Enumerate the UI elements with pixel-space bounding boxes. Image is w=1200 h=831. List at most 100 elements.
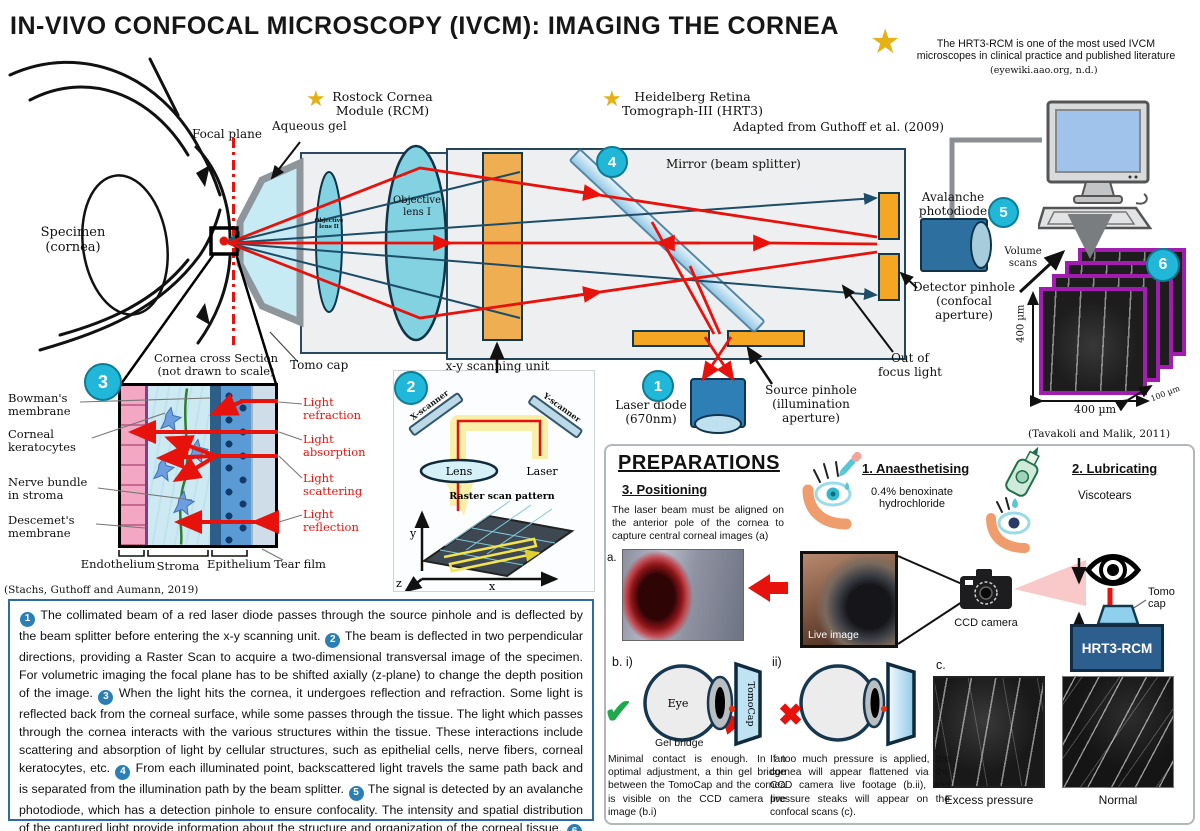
preparations-heading: PREPARATIONS xyxy=(618,452,780,474)
light-scattering-label: Light scattering xyxy=(303,471,363,499)
step-text: When the light hits the cornea, it under… xyxy=(19,685,584,775)
figure-a-label: a. xyxy=(607,552,617,564)
endothelium-label: Endothelium xyxy=(80,557,156,571)
step-number-badge: 6 xyxy=(567,824,582,831)
volume-scans-label: Volume scans xyxy=(1004,246,1042,269)
normal-scan xyxy=(1062,676,1174,788)
live-image-label: Live image xyxy=(808,629,859,641)
avalanche-label: Avalanche photodiode xyxy=(918,190,988,218)
source-pinhole-right xyxy=(727,330,805,347)
source-pinhole-label: Source pinhole (illumination aperture) xyxy=(765,383,857,425)
rcm-housing xyxy=(300,152,450,354)
source-pinhole-left xyxy=(632,330,710,347)
mirror-label: Mirror (beam splitter) xyxy=(666,157,801,171)
objective-lens1-label: Objective lens I xyxy=(392,195,441,218)
tomocap-rotated-label: TomoCap xyxy=(745,681,756,726)
descemet-label: Descemet's membrane xyxy=(8,513,75,541)
nerve-bundle-label: Nerve bundle in stroma xyxy=(8,475,88,503)
specimen-label: Specimen (cornea) xyxy=(40,225,106,255)
gel-bridge-label: Gel bridge xyxy=(655,737,704,749)
process-paragraph: 1 The collimated beam of a red laser dio… xyxy=(19,606,583,831)
step-text: The collimated beam of a red laser diode… xyxy=(19,608,583,643)
hrt3-rcm-device: HRT3-RCM xyxy=(1070,624,1164,672)
axis-x-label: x xyxy=(489,580,496,591)
xy-unit-label: x-y scanning unit xyxy=(445,359,550,373)
lubricant-bottle-icon xyxy=(986,446,1040,553)
bowman-label: Bowman's membrane xyxy=(8,391,71,419)
tear-film-label: Tear film xyxy=(274,557,326,571)
eye-icon xyxy=(1084,554,1142,586)
iris-mark-bottom xyxy=(196,303,210,325)
normal-caption: Normal xyxy=(1098,793,1138,807)
light-absorption-label: Light absorption xyxy=(303,432,366,460)
adapted-citation: Adapted from Guthoff et al. (2009) xyxy=(733,120,944,134)
raster-scan-figure: X-scanner Y-scanner Lens Laser Raster sc… xyxy=(396,387,583,593)
detector-pinhole-bottom xyxy=(878,253,900,301)
ccd-camera-icon xyxy=(960,569,1012,609)
out-of-focus-label: Out of focus light xyxy=(878,351,942,379)
tavakoli-citation: (Tavakoli and Malik, 2011) xyxy=(1028,428,1171,440)
figure-bii-label: ii) xyxy=(772,655,782,669)
marker-1: 1 xyxy=(642,370,674,402)
cross-icon: ✖ xyxy=(778,699,804,732)
step-number-badge: 2 xyxy=(325,632,341,648)
cross-section-title: Cornea cross Section (not drawn to scale… xyxy=(153,351,279,379)
dim-400-horizontal: 400 µm xyxy=(1073,403,1117,416)
live-image-photo: Live image xyxy=(800,551,898,648)
marker-4: 4 xyxy=(596,146,628,178)
step-text: The signal is detected by an avalanche p… xyxy=(19,781,583,831)
focal-plane-line xyxy=(232,138,235,345)
hrt3-note-citation: (eyewiki.aao.org, n.d.) xyxy=(990,65,1098,76)
light-reflection-label: Light reflection xyxy=(303,507,359,535)
ccd-camera-label: CCD camera xyxy=(954,617,1018,629)
detector-pinhole-top xyxy=(878,192,900,240)
laser-diode-aperture xyxy=(694,414,742,434)
hrt3-note: The HRT3-RCM is one of the most used IVC… xyxy=(916,38,1176,63)
step-text: The beam is deflected in two perpendicul… xyxy=(19,628,584,700)
tomo-cap-label: Tomo cap xyxy=(290,358,349,372)
dim-100-depth: 100 µm xyxy=(1149,383,1182,404)
light-refraction-label: Light refraction xyxy=(303,395,361,423)
star-icon: ★ xyxy=(602,86,622,111)
computer-icon xyxy=(1038,100,1153,230)
eye-sketch xyxy=(8,57,232,352)
epithelium-label: Epithelium xyxy=(207,557,271,571)
page-title: IN-VIVO CONFOCAL MICROSCOPY (IVCM): IMAG… xyxy=(10,12,839,40)
marker-5: 5 xyxy=(988,197,1019,228)
photodiode-window xyxy=(970,221,992,269)
rcm-label: Rostock Cornea Module (RCM) xyxy=(332,89,433,119)
tomo-cap-small-label: Tomo cap xyxy=(1148,586,1175,610)
process-description-box: 1 The collimated beam of a red laser dio… xyxy=(8,599,594,831)
eye-label: Eye xyxy=(668,697,689,710)
lubricating-heading: 2. Lubricating xyxy=(1072,461,1158,476)
bi-body: Minimal contact is enough. In an optimal… xyxy=(608,754,786,818)
anaesthetising-heading: 1. Anaesthetising xyxy=(862,461,970,476)
lubricant-name: Viscotears xyxy=(1078,490,1132,502)
positioning-heading: 3. Positioning xyxy=(622,482,708,497)
bii-body: If too much pressure is applied, the cor… xyxy=(770,754,950,818)
aqueous-gel-label: Aqueous gel xyxy=(272,119,347,133)
positioning-body: The laser beam must be aligned on the an… xyxy=(612,505,784,543)
hrt3-label: Heidelberg Retina Tomograph-III (HRT3) xyxy=(622,89,763,119)
eye-tomocap-pressure-diagram xyxy=(799,661,916,747)
focal-plane-label: Focal plane xyxy=(192,127,262,141)
step-number-badge: 1 xyxy=(20,611,35,627)
step-number-badge: 5 xyxy=(348,785,364,801)
detector-pinhole-label: Detector pinhole (confocal aperture) xyxy=(912,280,1016,322)
volume-scan-frame xyxy=(1039,287,1147,395)
lens-label: Lens xyxy=(446,465,473,478)
step-text: From each illuminated point, backscatter… xyxy=(19,760,584,796)
stroma-label: Stroma xyxy=(156,559,200,573)
xy-scanner-bar xyxy=(482,152,523,341)
cross-section-box xyxy=(118,383,278,548)
star-icon: ★ xyxy=(306,86,326,111)
axis-z-label: z xyxy=(396,577,402,590)
marker-3: 3 xyxy=(84,363,122,401)
keratocytes-label: Corneal keratocytes xyxy=(8,427,76,455)
step-number-badge: 4 xyxy=(115,764,131,780)
dim-400-vertical: 400 µm xyxy=(1015,304,1027,343)
alignment-photo xyxy=(622,549,744,641)
marker-2: 2 xyxy=(394,371,428,405)
anaesthetising-agent: 0.4% benoxinate hydrochloride xyxy=(871,486,953,510)
